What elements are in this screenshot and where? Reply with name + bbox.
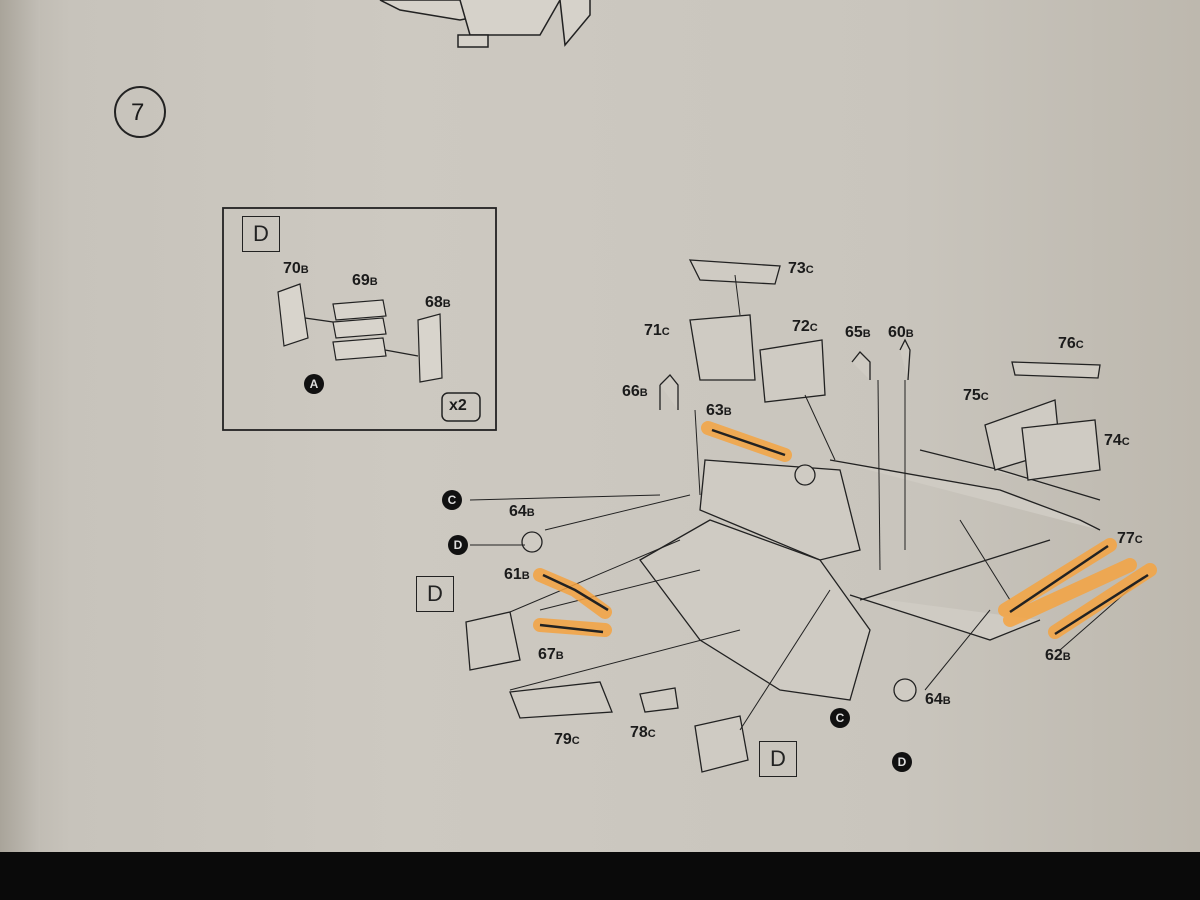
- sub-assembly-label-d-bottom: D: [759, 741, 797, 777]
- previous-step-drawing: [379, 0, 591, 48]
- part-label-67b: 67B: [538, 646, 564, 663]
- part-label-68b: 68B: [425, 294, 451, 311]
- assembly-drawing: [114, 0, 1157, 773]
- step-circle: [114, 86, 166, 138]
- part-label-63b: 63B: [706, 402, 732, 419]
- part-label-64b-lower: 64B: [925, 691, 951, 708]
- marker-d-lower: D: [892, 752, 912, 772]
- part-label-66b: 66B: [622, 383, 648, 400]
- part-label-64b-upper: 64B: [509, 503, 535, 520]
- marker-a: A: [304, 374, 324, 394]
- marker-c-lower: C: [830, 708, 850, 728]
- marker-c-upper: C: [442, 490, 462, 510]
- inset-box: [222, 207, 497, 431]
- marker-d-upper: D: [448, 535, 468, 555]
- inset-box-label: D: [242, 216, 280, 252]
- page-fold: [0, 0, 40, 852]
- multiplier-label: x2: [449, 397, 467, 414]
- part-label-71c: 71C: [644, 322, 670, 339]
- part-label-74c: 74C: [1104, 432, 1130, 449]
- step-number: 7: [131, 99, 145, 126]
- instruction-sheet: 7 D 70B 69B 68B A x2 73C 71C 72C 65B 60B…: [0, 0, 1200, 852]
- part-label-65b: 65B: [845, 324, 871, 341]
- part-label-61b: 61B: [504, 566, 530, 583]
- part-label-60b: 60B: [888, 324, 914, 341]
- sub-assembly-label-d-left: D: [416, 576, 454, 612]
- part-label-69b: 69B: [352, 272, 378, 289]
- part-label-70b: 70B: [283, 260, 309, 277]
- part-label-76c: 76C: [1058, 335, 1084, 352]
- part-label-73c: 73C: [788, 260, 814, 277]
- part-label-78c: 78C: [630, 724, 656, 741]
- part-label-72c: 72C: [792, 318, 818, 335]
- part-label-75c: 75C: [963, 387, 989, 404]
- part-label-79c: 79C: [554, 731, 580, 748]
- part-label-77c: 77C: [1117, 530, 1143, 547]
- hull-drawing: [465, 259, 1101, 773]
- part-label-62b: 62B: [1045, 647, 1071, 664]
